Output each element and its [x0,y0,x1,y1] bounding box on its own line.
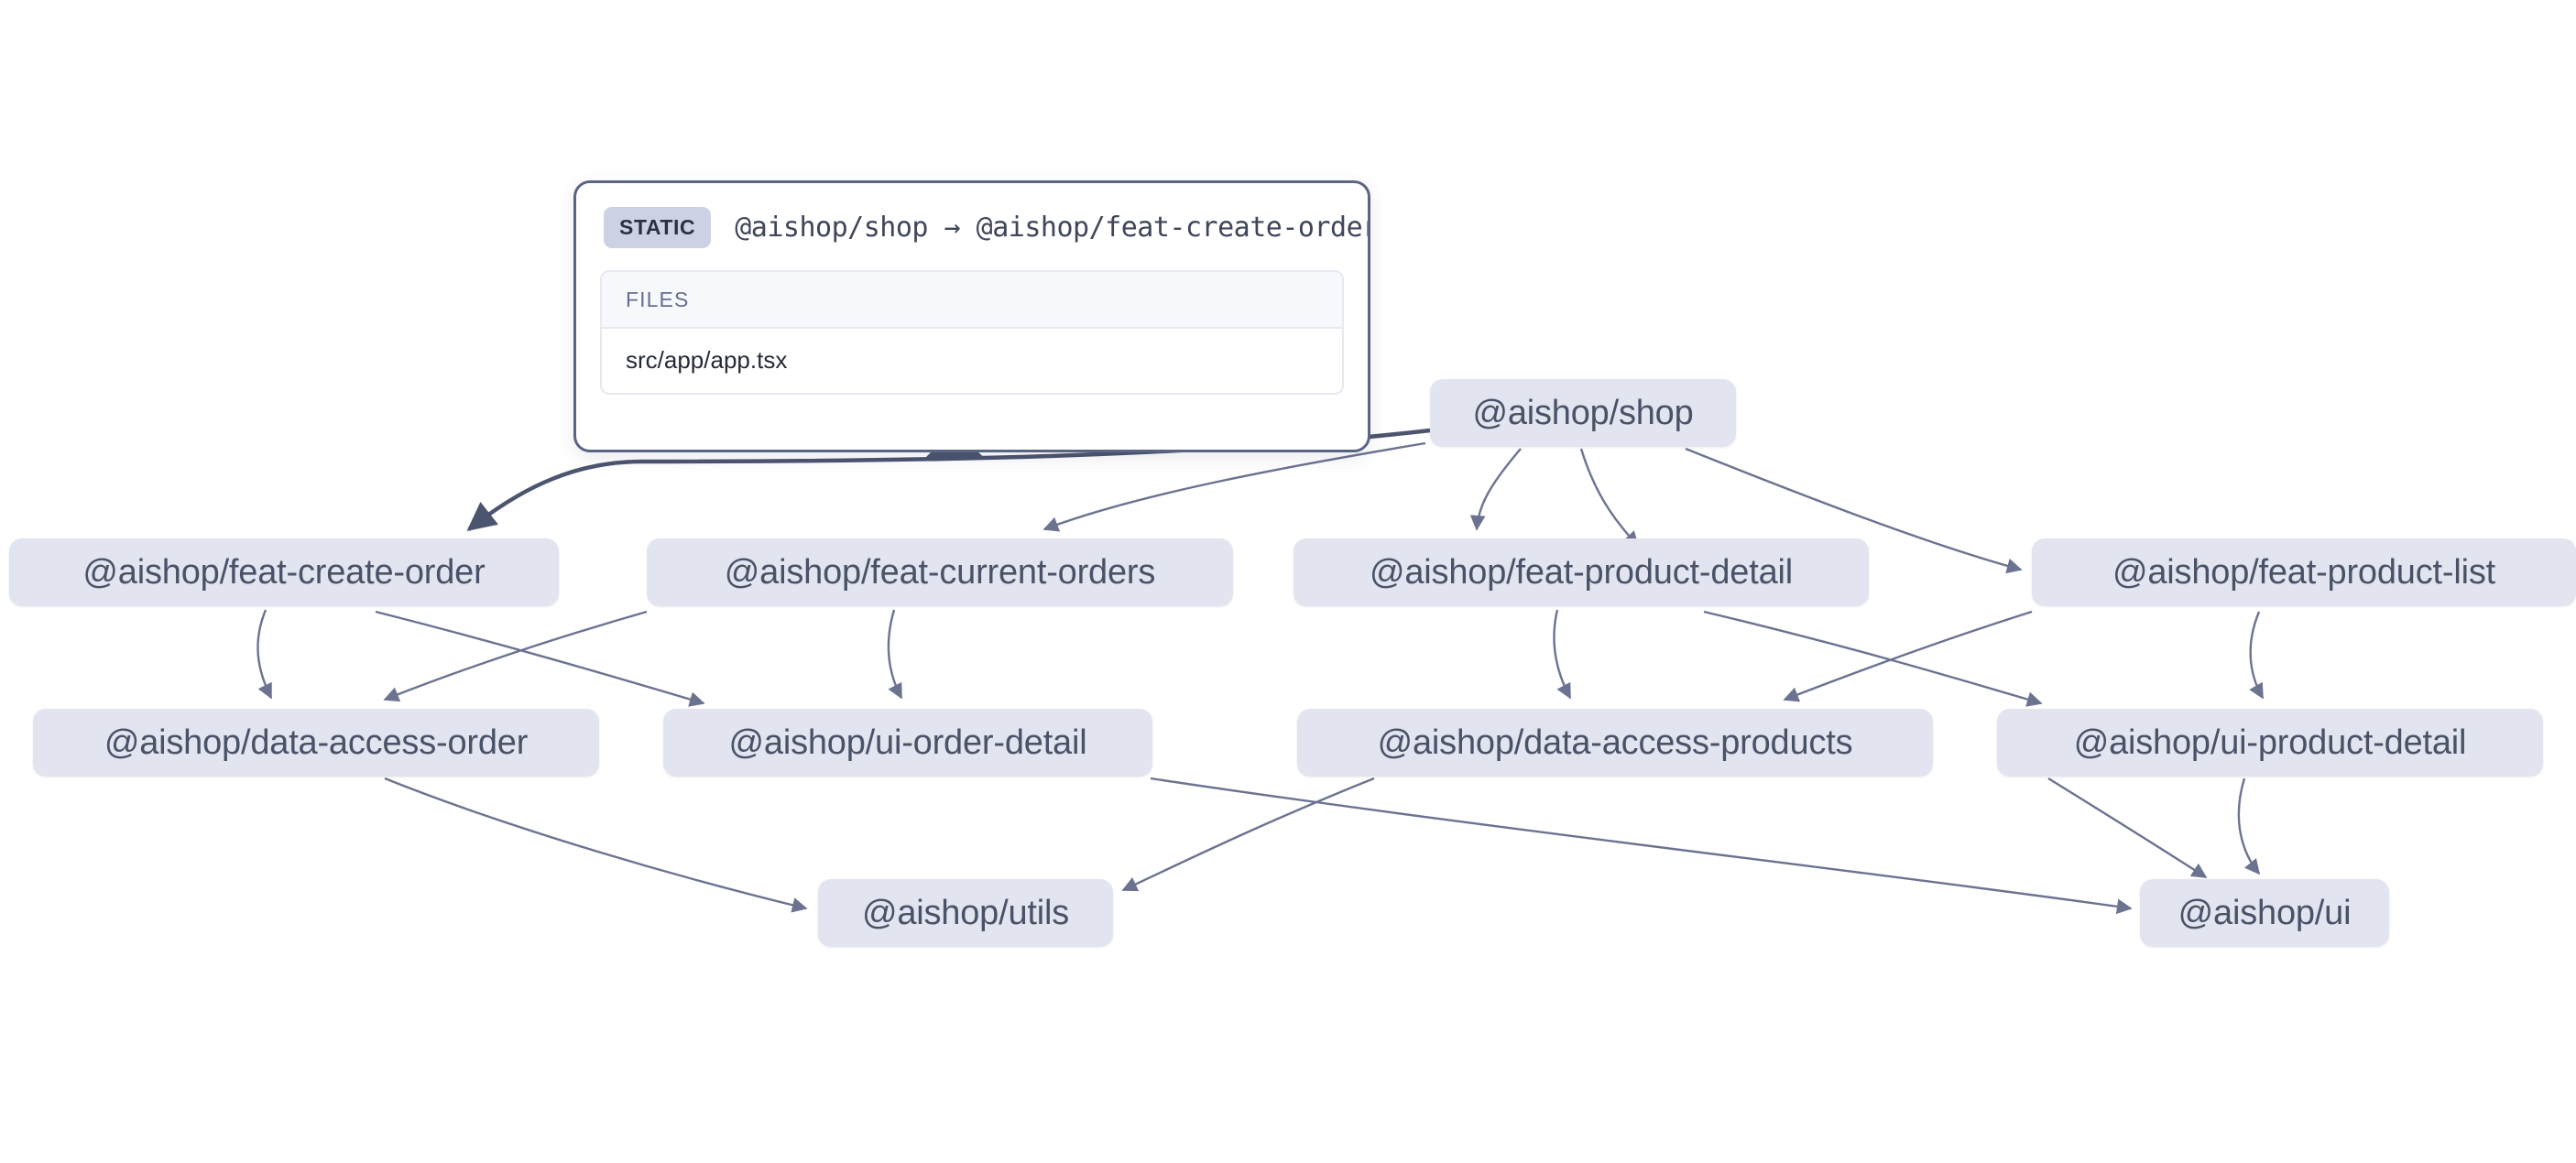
graph-node-ui[interactable]: @aishop/ui [2140,879,2389,947]
graph-edge[interactable] [1783,610,2033,702]
graph-node-data-access-order[interactable]: @aishop/data-access-order [33,709,599,777]
edge-detail-card[interactable]: STATIC @aishop/shop → @aishop/feat-creat… [573,180,1370,452]
graph-node-label: @aishop/feat-product-detail [1370,552,1793,592]
graph-edge[interactable] [1579,448,1640,548]
files-section-label: FILES [602,272,1342,329]
graph-node-shop[interactable]: @aishop/shop [1430,379,1736,447]
graph-node-label: @aishop/data-access-order [104,723,529,762]
detail-card-header: STATIC @aishop/shop → @aishop/feat-creat… [576,183,1368,265]
graph-node-label: @aishop/shop [1472,393,1694,432]
graph-edge[interactable] [2237,777,2261,875]
graph-edge[interactable] [383,610,648,702]
file-list: src/app/app.tsx [602,329,1342,393]
graph-node-utils[interactable]: @aishop/utils [818,879,1113,947]
graph-edge[interactable] [375,610,705,707]
graph-node-ui-order-detail[interactable]: @aishop/ui-order-detail [663,709,1152,777]
files-panel: FILES src/app/app.tsx [600,270,1344,395]
graph-edge[interactable] [257,609,273,700]
graph-node-label: @aishop/feat-create-order [82,552,486,592]
file-row[interactable]: src/app/app.tsx [626,346,788,374]
graph-edge[interactable] [2047,777,2208,879]
graph-node-label: @aishop/utils [861,893,1070,932]
graph-node-label: @aishop/ui-order-detail [728,723,1087,762]
graph-edge[interactable] [1685,447,2023,574]
graph-node-label: @aishop/ui [2178,893,2352,932]
graph-node-ui-product-detail[interactable]: @aishop/ui-product-detail [1997,709,2543,777]
graph-edge[interactable] [887,609,903,700]
graph-node-label: @aishop/ui-product-detail [2073,723,2467,762]
graph-edge[interactable] [1150,777,2133,915]
graph-edge[interactable] [1703,610,2043,707]
graph-node-feat-current-orders[interactable]: @aishop/feat-current-orders [647,538,1233,606]
graph-edge[interactable] [1042,441,1426,532]
graph-node-label: @aishop/data-access-products [1377,723,1853,762]
graph-node-label: @aishop/feat-product-list [2112,552,2495,592]
graph-edge[interactable] [1469,448,1522,531]
graph-edge[interactable] [1121,777,1375,892]
graph-node-feat-product-list[interactable]: @aishop/feat-product-list [2032,538,2576,606]
graph-edge[interactable] [384,777,808,913]
graph-node-label: @aishop/feat-current-orders [724,552,1156,592]
graph-edge[interactable] [2249,611,2265,700]
dependency-type-badge: STATIC [604,207,712,248]
dependency-title: @aishop/shop → @aishop/feat-create-order [735,212,1370,244]
graph-node-data-access-products[interactable]: @aishop/data-access-products [1297,709,1933,777]
graph-node-feat-product-detail[interactable]: @aishop/feat-product-detail [1293,538,1869,606]
graph-edge[interactable] [1553,609,1572,700]
graph-node-feat-create-order[interactable]: @aishop/feat-create-order [9,538,559,606]
graph-edges [257,428,2265,915]
